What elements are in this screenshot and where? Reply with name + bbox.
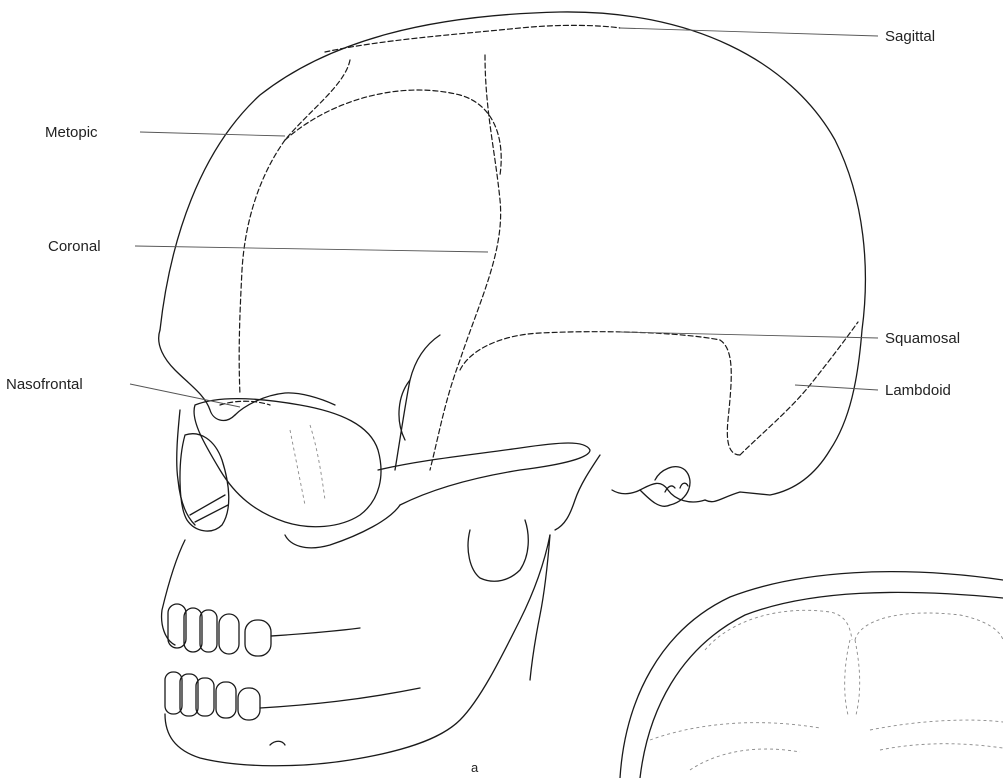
frontal-view-midline bbox=[845, 640, 860, 715]
lower-tooth bbox=[238, 688, 260, 720]
upper-gum-line bbox=[271, 628, 360, 636]
leader-lines bbox=[130, 28, 878, 407]
zygomatic-arch bbox=[378, 443, 590, 505]
label-nasofrontal: Nasofrontal bbox=[6, 376, 83, 393]
leader-sagittal bbox=[620, 28, 878, 36]
upper-teeth bbox=[168, 604, 271, 656]
leader-squamosal bbox=[620, 332, 878, 338]
label-squamosal: Squamosal bbox=[885, 330, 960, 347]
coronoid-process bbox=[468, 520, 528, 581]
squamosal-suture bbox=[460, 332, 740, 455]
suture-labels: Sagittal Metopic Coronal Squamosal Nasof… bbox=[6, 28, 960, 775]
skull-frontal-view-partial bbox=[620, 572, 1003, 778]
lambdoid-suture bbox=[740, 322, 858, 455]
frontal-view-lower bbox=[650, 720, 1003, 740]
label-coronal: Coronal bbox=[48, 238, 101, 255]
label-metopic: Metopic bbox=[45, 124, 98, 141]
leader-metopic bbox=[140, 132, 285, 136]
metopic-suture bbox=[239, 60, 350, 395]
skull-lateral-view bbox=[159, 12, 866, 766]
nasal-concha bbox=[190, 495, 228, 522]
label-lambdoid: Lambdoid bbox=[885, 382, 951, 399]
frontal-view-detail bbox=[690, 744, 1003, 770]
mandible bbox=[165, 535, 550, 766]
lower-tooth bbox=[216, 682, 236, 718]
mandible-body-line bbox=[260, 688, 420, 708]
temporal-line bbox=[395, 335, 440, 470]
leader-lambdoid bbox=[795, 385, 878, 390]
nasal-bone bbox=[235, 393, 335, 415]
orbit-inner bbox=[290, 430, 305, 505]
mental-foramen bbox=[270, 741, 285, 745]
frontal-view-outer bbox=[620, 572, 1003, 778]
frontal-boundary bbox=[285, 90, 501, 175]
frontal-view-arch-right bbox=[855, 613, 1003, 640]
frontal-view-inner bbox=[640, 592, 1003, 778]
leader-coronal bbox=[135, 246, 488, 252]
frontal-view-arch bbox=[705, 610, 852, 650]
upper-tooth bbox=[245, 620, 271, 656]
cranial-vault-outline bbox=[160, 12, 865, 502]
maxilla bbox=[162, 540, 185, 645]
orbit-inner-2 bbox=[310, 425, 325, 500]
ear-canal-region bbox=[555, 455, 600, 530]
upper-tooth bbox=[219, 614, 239, 654]
label-sagittal: Sagittal bbox=[885, 28, 935, 45]
leader-nasofrontal bbox=[130, 384, 240, 407]
forehead-profile bbox=[159, 330, 235, 420]
nasal-bridge bbox=[177, 410, 195, 525]
panel-label: a bbox=[471, 760, 479, 775]
mandible-ramus bbox=[530, 535, 550, 680]
nasal-aperture bbox=[180, 434, 229, 531]
lower-tooth bbox=[180, 674, 198, 716]
lower-tooth bbox=[196, 678, 214, 716]
upper-tooth bbox=[184, 608, 202, 652]
lower-teeth bbox=[165, 672, 260, 720]
occipital-base bbox=[612, 483, 705, 502]
